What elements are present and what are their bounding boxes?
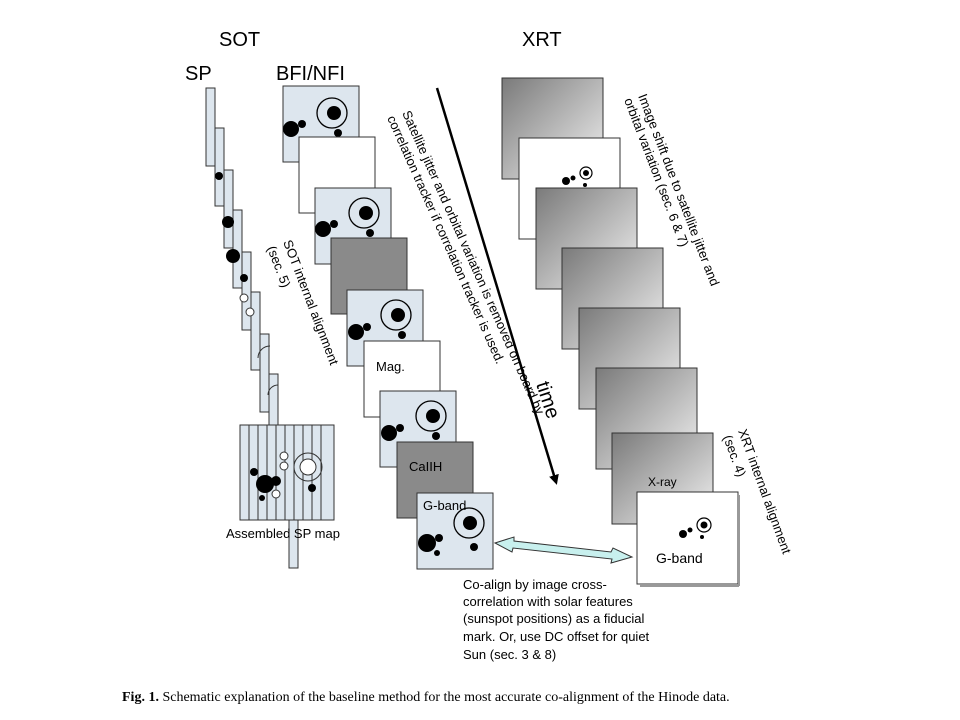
time-arrow <box>435 87 559 485</box>
sp-strip <box>205 87 216 167</box>
coalign-note-line3: (sunspot positions) as a fiducial <box>463 611 644 626</box>
frame-label-caiih: CaIIH <box>409 459 442 474</box>
sp-strip <box>250 291 261 371</box>
frame-label-xray: X-ray <box>648 475 677 489</box>
sunspot-fragment <box>245 307 255 317</box>
frame-label-gband-xrt: G-band <box>656 550 703 566</box>
sunspot-fragment <box>215 172 223 180</box>
header-xrt: XRT <box>522 29 562 51</box>
coalign-note-line5: Sun (sec. 3 & 8) <box>463 647 556 662</box>
bfi-frames <box>282 85 494 570</box>
header-sot: SOT <box>219 29 260 51</box>
sp-strip <box>214 127 225 207</box>
sp-strip <box>223 169 234 249</box>
coalign-note-line1: Co-align by image cross- <box>463 577 607 592</box>
sunspot-fragment <box>226 249 240 263</box>
frame-label-gband-sot: G-band <box>423 498 466 513</box>
assembled-sp-map-label: Assembled SP map <box>226 526 340 541</box>
bfi-frame-gband <box>416 492 494 570</box>
header-sp: SP <box>185 63 212 85</box>
sunspot-fragment <box>240 274 248 282</box>
xrt-frame-gband <box>636 491 739 585</box>
figure-caption: Fig. 1. Schematic explanation of the bas… <box>122 690 730 706</box>
sp-strip <box>259 333 270 413</box>
figure-caption-label: Fig. 1. <box>122 690 159 705</box>
figure-caption-text: Schematic explanation of the baseline me… <box>162 690 730 705</box>
header-bfi-nfi: BFI/NFI <box>276 63 345 85</box>
sunspot-fragment <box>239 293 249 303</box>
coalign-arrow <box>493 536 634 564</box>
sp-strip <box>241 251 252 331</box>
frame-label-mag: Mag. <box>376 359 405 374</box>
xrt-alignment-note-line1: XRT internal alignment <box>735 427 794 556</box>
coalign-note-line2: correlation with solar features <box>463 594 633 609</box>
sunspot-fragment <box>257 345 271 359</box>
sunspot-fragment <box>222 216 234 228</box>
sp-slit-strips <box>205 87 299 569</box>
coalign-note-line4: mark. Or, use DC offset for quiet <box>463 629 650 644</box>
xrt-frames <box>501 77 740 587</box>
assembled-sp-map <box>239 424 335 521</box>
sunspot-fragment <box>267 384 279 396</box>
